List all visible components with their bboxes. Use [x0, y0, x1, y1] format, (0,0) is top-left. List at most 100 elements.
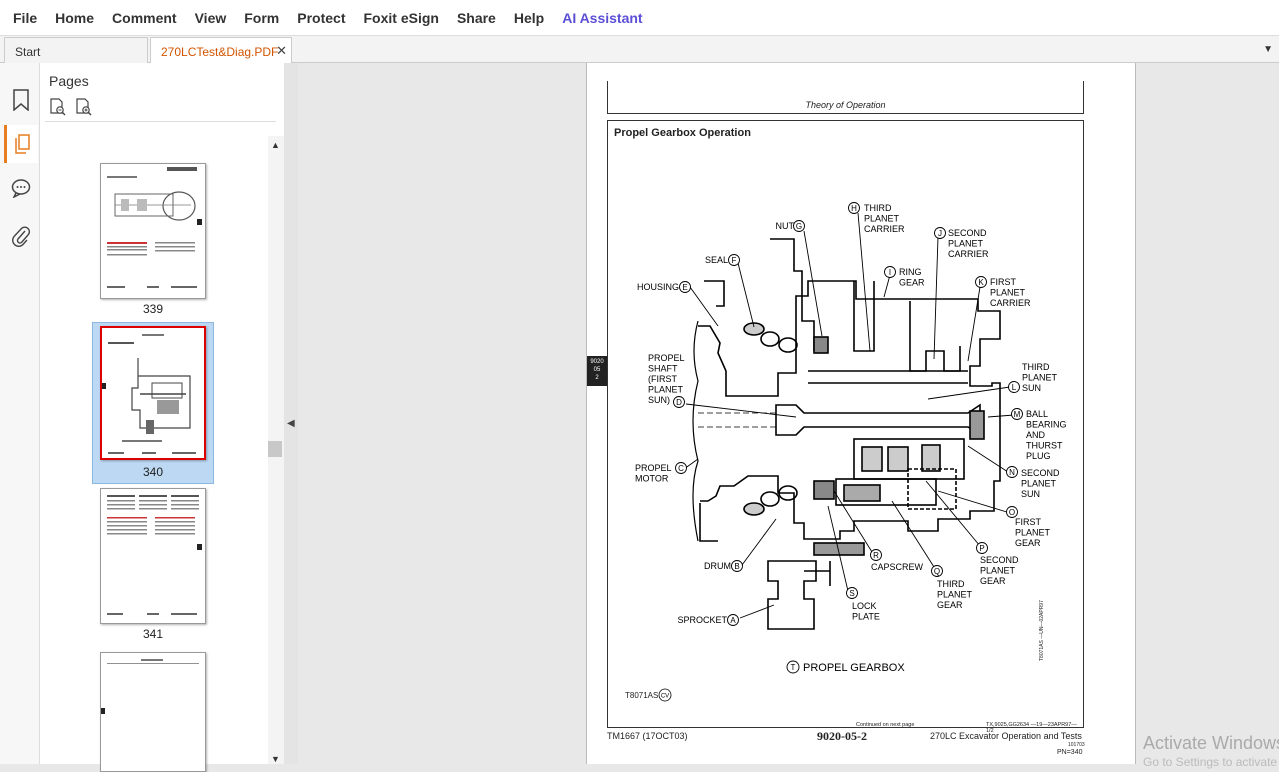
tab-document-label: 270LCTest&Diag.PDF: [161, 45, 279, 59]
pages-panel: Pages 339: [40, 63, 284, 772]
callout-l-letter: L: [1012, 383, 1017, 392]
callout-f-label: SEAL: [705, 255, 728, 265]
close-tab-icon[interactable]: ✕: [276, 43, 287, 58]
callout-h-marker: [848, 202, 860, 214]
continued-note: Continued on next page: [856, 722, 915, 728]
callout-t-label: PROPEL GEARBOX: [803, 662, 905, 674]
callout-l-marker: [1008, 381, 1020, 393]
thumbnail-label-339: 339: [142, 302, 164, 316]
callout-g-marker: [793, 220, 805, 232]
tab-bar: Start 270LCTest&Diag.PDF ✕: [0, 36, 1279, 63]
tab-start-label: Start: [15, 45, 41, 59]
zoom-out-thumbnails-icon[interactable]: [49, 98, 67, 116]
menu-view[interactable]: View: [194, 9, 227, 26]
pdf-page-340: Theory of Operation 9020 05 2 Propel Gea…: [586, 63, 1136, 764]
callout-p-letter: P: [979, 544, 984, 553]
attachments-panel-button[interactable]: [4, 217, 38, 255]
thumbnail-scrollbar[interactable]: ▲ ▼: [268, 136, 284, 764]
zoom-in-thumbnails-icon[interactable]: [75, 98, 93, 116]
callout-k-letter: K: [978, 278, 984, 287]
navigation-rail: [0, 63, 40, 764]
callout-a-label: SPROCKET: [677, 615, 727, 625]
tab-list-dropdown-icon[interactable]: ▼: [1263, 44, 1273, 55]
callout-n-marker: [1006, 466, 1018, 478]
page-header: Theory of Operation: [607, 81, 1084, 114]
page-header-text: Theory of Operation: [805, 100, 886, 110]
tab-start[interactable]: Start: [4, 37, 148, 63]
menu-help[interactable]: Help: [513, 9, 545, 26]
callout-t-letter: T: [791, 663, 796, 672]
pages-panel-toolbar: [49, 98, 93, 116]
pages-panel-button[interactable]: [4, 125, 38, 163]
menu-foxit-esign[interactable]: Foxit eSign: [363, 9, 439, 26]
callout-g-label: NUT: [776, 221, 795, 231]
activate-windows-subtext: Go to Settings to activate Windows.: [1143, 755, 1279, 769]
page-thumbnail-340[interactable]: [100, 326, 206, 460]
collapse-panel-icon[interactable]: ◀: [287, 418, 295, 429]
pages-icon: [14, 134, 30, 154]
menu-ai-assistant[interactable]: AI Assistant: [562, 9, 643, 26]
callout-q-marker: [931, 565, 943, 577]
callout-r-label: CAPSCREW: [871, 562, 924, 572]
callout-e-label: HOUSING: [637, 282, 679, 292]
footer-right-small: 101703: [1068, 742, 1085, 748]
pages-panel-title: Pages: [49, 73, 89, 89]
callout-h-letter: H: [851, 204, 857, 213]
side-tag-line: 2: [595, 375, 599, 381]
callout-i-letter: I: [889, 268, 891, 277]
menu-home[interactable]: Home: [55, 9, 95, 26]
page-thumbnail-339[interactable]: [100, 163, 206, 299]
callout-g-letter: G: [796, 222, 802, 231]
callout-e-letter: E: [682, 283, 687, 292]
thumbnail-preview: [102, 334, 196, 454]
callout-c-letter: C: [678, 464, 684, 473]
callout-c-marker: [675, 462, 687, 474]
menu-share[interactable]: Share: [456, 9, 496, 26]
comment-icon: [11, 179, 31, 198]
page-thumbnail-341[interactable]: [100, 488, 206, 624]
tab-document[interactable]: 270LCTest&Diag.PDF ✕: [150, 37, 292, 63]
callout-f-marker: [728, 254, 740, 266]
figure-id: T8071AS: [625, 691, 659, 700]
thumbnail-label-341: 341: [142, 627, 164, 641]
page-thumbnail-342[interactable]: [100, 652, 206, 772]
thumbnail-preview: [101, 659, 199, 714]
footer-code: TX,9025,GG2634 —19—23APR97—1/2: [986, 722, 1077, 734]
menu-file[interactable]: File: [13, 9, 38, 26]
callout-j-marker: [934, 227, 946, 239]
footer-right: 270LC Excavator Operation and Tests: [930, 731, 1082, 741]
callout-d-marker: [673, 396, 685, 408]
bookmark-panel-button[interactable]: [4, 81, 38, 119]
scroll-up-icon[interactable]: ▲: [271, 140, 280, 150]
callout-m-letter: M: [1014, 410, 1021, 419]
callout-j-letter: J: [938, 229, 942, 238]
menu-form[interactable]: Form: [244, 9, 280, 26]
callout-f-letter: F: [732, 256, 737, 265]
callout-r-letter: R: [873, 551, 879, 560]
menu-comment[interactable]: Comment: [112, 9, 177, 26]
callout-a-letter: A: [730, 616, 736, 625]
callout-q-letter: Q: [934, 567, 940, 576]
scrollbar-thumb[interactable]: [268, 441, 282, 457]
thumbnail-preview: [107, 495, 202, 615]
thumbnail-preview: [107, 167, 202, 288]
section-title: Propel Gearbox Operation: [614, 127, 751, 139]
comments-panel-button[interactable]: [4, 169, 38, 207]
panel-collapse-bar[interactable]: ◀: [284, 63, 298, 764]
callout-b-marker: [731, 560, 743, 572]
document-viewer[interactable]: Theory of Operation 9020 05 2 Propel Gea…: [298, 63, 1279, 764]
footer-center: 9020-05-2: [817, 729, 867, 743]
callout-r-marker: [870, 549, 882, 561]
menu-bar: File Home Comment View Form Protect Foxi…: [0, 0, 1279, 36]
scroll-down-icon[interactable]: ▼: [271, 754, 280, 764]
menu-protect[interactable]: Protect: [297, 9, 346, 26]
